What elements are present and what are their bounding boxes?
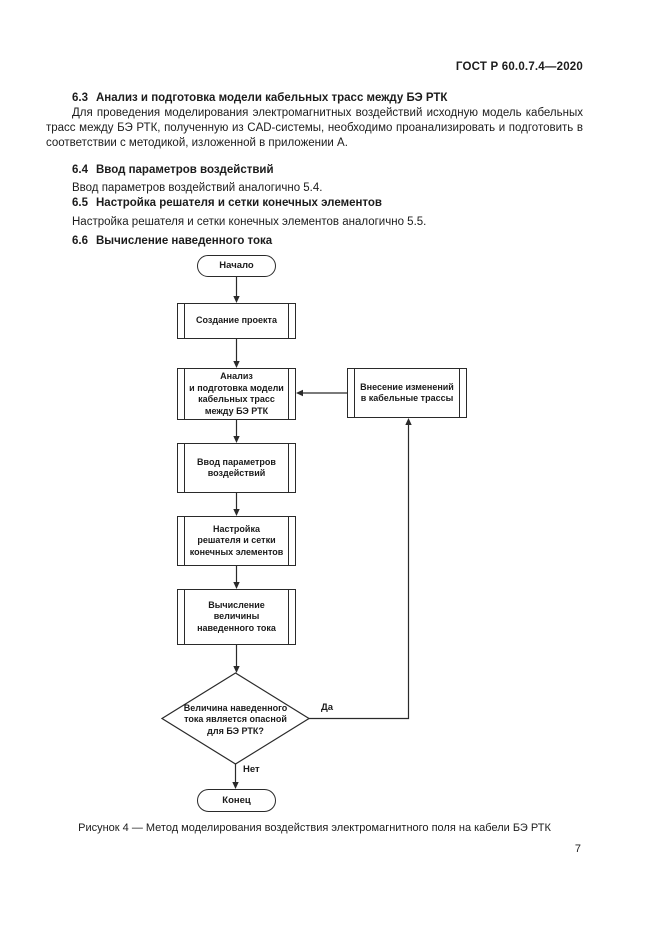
flow-step-analyze-model: Анализ и подготовка модели кабельных тра…	[177, 368, 296, 420]
flow-step-compute-current: Вычисление величины наведенного тока	[177, 589, 296, 645]
section-title: Анализ и подготовка модели кабельных тра…	[96, 92, 448, 104]
section-number: 6.6	[72, 235, 88, 247]
section-title: Вычисление наведенного тока	[96, 235, 273, 247]
flow-start-node: Начало	[197, 255, 276, 277]
flow-yes-label: Да	[321, 702, 334, 713]
flow-step-solver-setup: Настройка решателя и сетки конечных элем…	[177, 516, 296, 566]
section-paragraph-6-3: Для проведения моделирования электромагн…	[46, 107, 583, 149]
figure-caption: Рисунок 4 — Метод моделирования воздейст…	[78, 822, 551, 834]
flow-step-modify-cable-routes: Внесение изменений в кабельные трассы	[347, 368, 467, 418]
section-title: Ввод параметров воздействий	[96, 164, 274, 176]
section-number: 6.5	[72, 197, 88, 209]
section-heading-6-3: 6.3 Анализ и подготовка модели кабельных …	[72, 91, 583, 105]
section-heading-6-5: 6.5 Настройка решателя и сетки конечных э…	[72, 196, 583, 210]
flow-step-input-parameters: Ввод параметров воздействий	[177, 443, 296, 493]
flow-no-label: Нет	[243, 764, 260, 775]
section-heading-6-6: 6.6 Вычисление наведенного тока	[72, 234, 583, 248]
flow-step-create-project: Создание проекта	[177, 303, 296, 339]
section-title: Настройка решателя и сетки конечных элем…	[96, 197, 382, 209]
section-paragraph-6-4: Ввод параметров воздействий аналогично 5…	[72, 182, 323, 194]
section-heading-6-4: 6.4 Ввод параметров воздействий	[72, 163, 583, 177]
section-paragraph-6-5: Настройка решателя и сетки конечных элем…	[72, 216, 427, 228]
page-number: 7	[574, 843, 581, 855]
section-number: 6.4	[72, 164, 88, 176]
flow-end-node: Конец	[197, 789, 276, 812]
doc-code: ГОСТ Р 60.0.7.4—2020	[455, 61, 583, 73]
flow-decision-text: Величина наведенного тока является опасн…	[183, 702, 288, 736]
section-number: 6.3	[72, 92, 88, 104]
